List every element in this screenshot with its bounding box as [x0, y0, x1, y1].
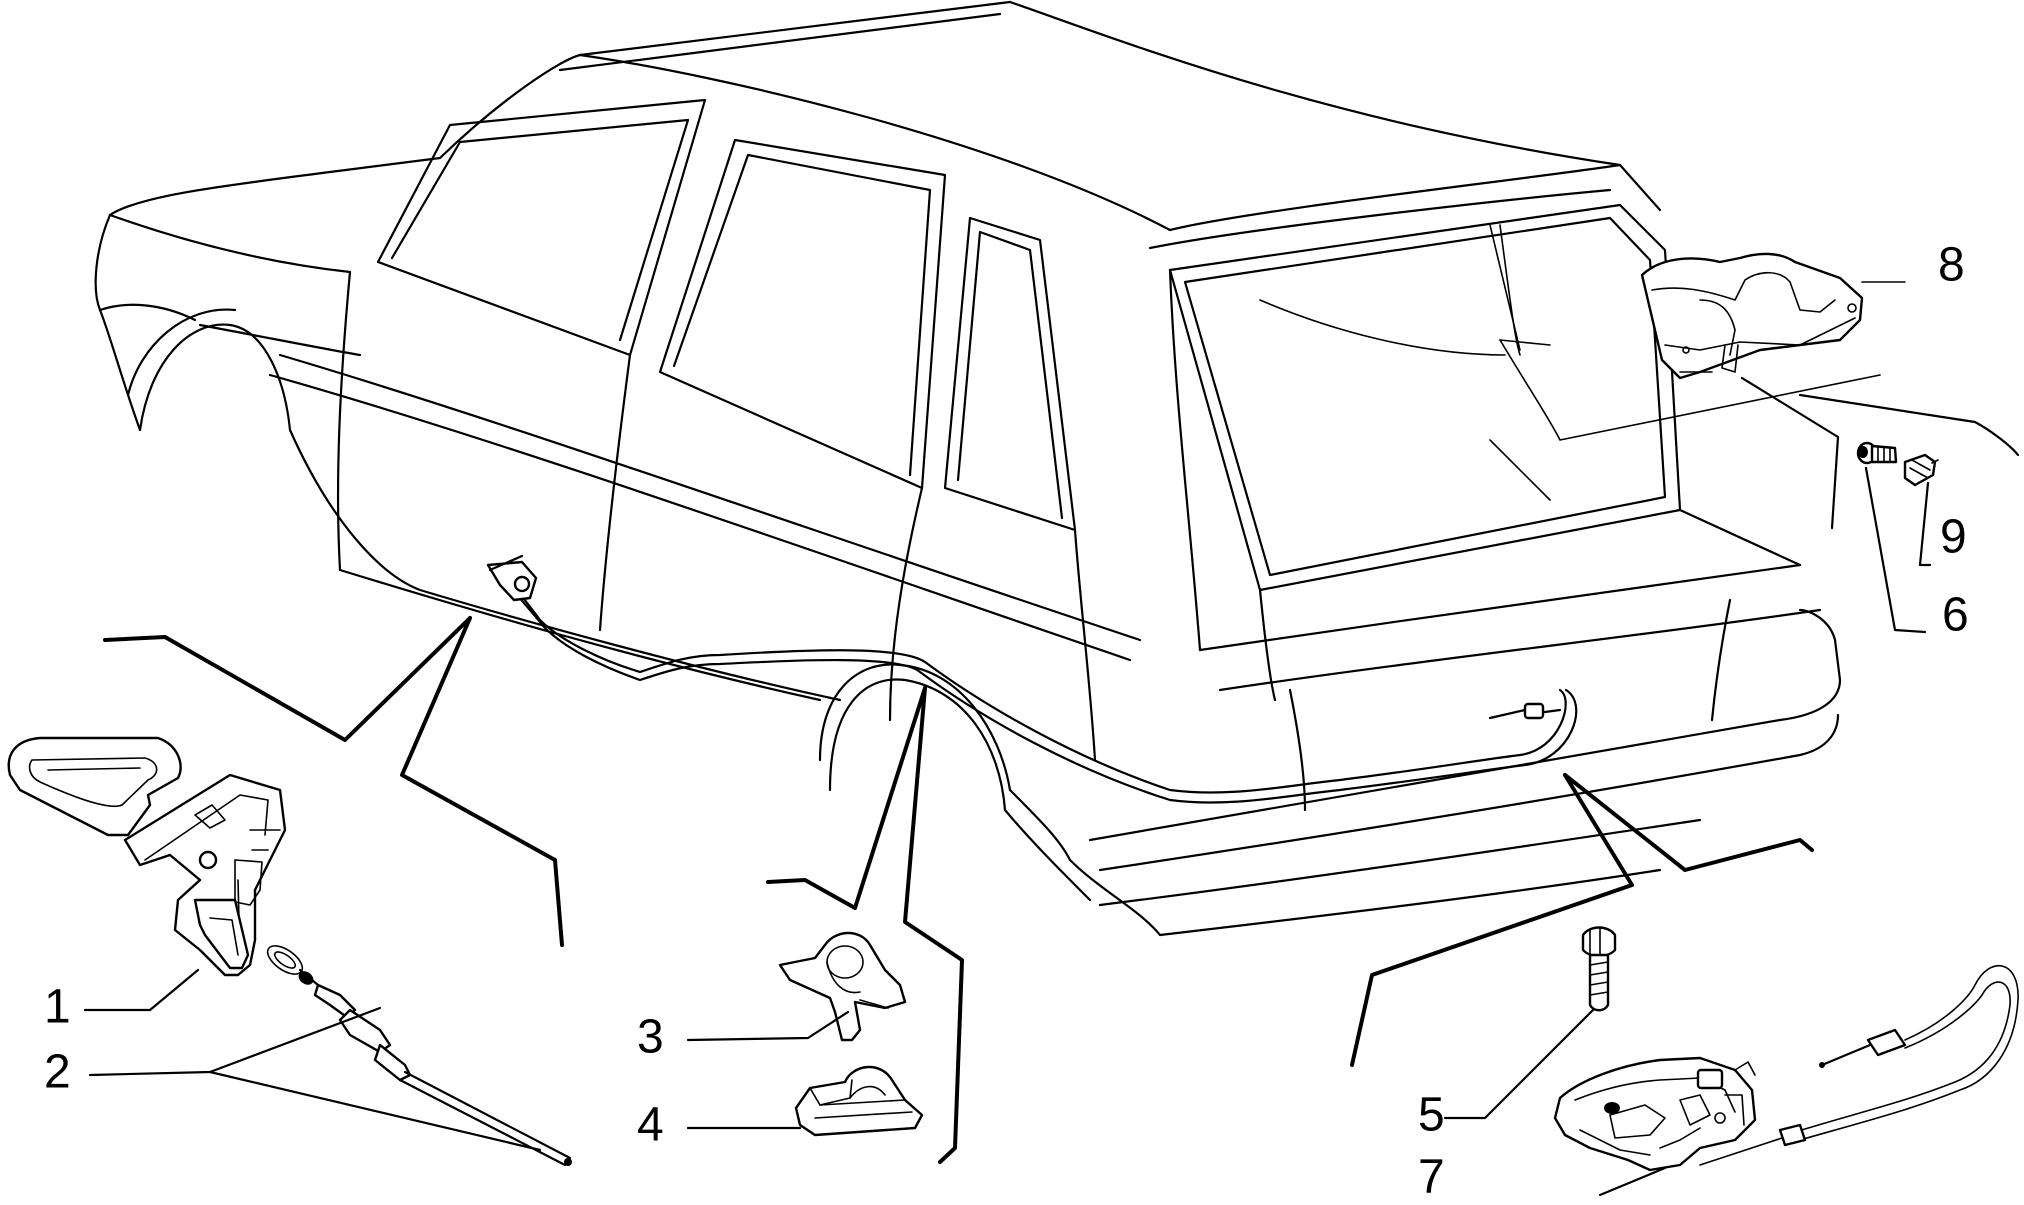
cable-clip-part-4 [794, 1065, 924, 1137]
callout-label-1: 1 [44, 981, 71, 1034]
car-body-outline [94, 0, 1881, 937]
clip-part-9 [1903, 453, 1939, 487]
release-cable-part-2 [266, 945, 572, 1167]
release-lever-part-1 [7, 736, 287, 977]
tailgate-latch-part-8 [1640, 252, 1864, 380]
callout-label-9: 9 [1940, 511, 1967, 564]
tailgate-lock-part-7 [1553, 964, 2019, 1172]
callout-label-5: 5 [1418, 1089, 1445, 1142]
bolt-part-5 [1581, 926, 1617, 1012]
callout-label-6: 6 [1942, 589, 1969, 642]
screw-part-6 [1856, 441, 1898, 465]
callout-label-2: 2 [44, 1046, 71, 1099]
callout-labels: 1 2 3 4 5 6 7 8 9 [44, 239, 1969, 1204]
callout-label-8: 8 [1938, 239, 1965, 292]
leader-lines [83, 281, 2020, 1197]
release-cable-routing [486, 554, 1578, 804]
callout-label-4: 4 [637, 1099, 664, 1152]
callout-label-3: 3 [637, 1011, 664, 1064]
cable-clip-part-3 [778, 931, 907, 1042]
callout-label-7: 7 [1418, 1151, 1445, 1200]
